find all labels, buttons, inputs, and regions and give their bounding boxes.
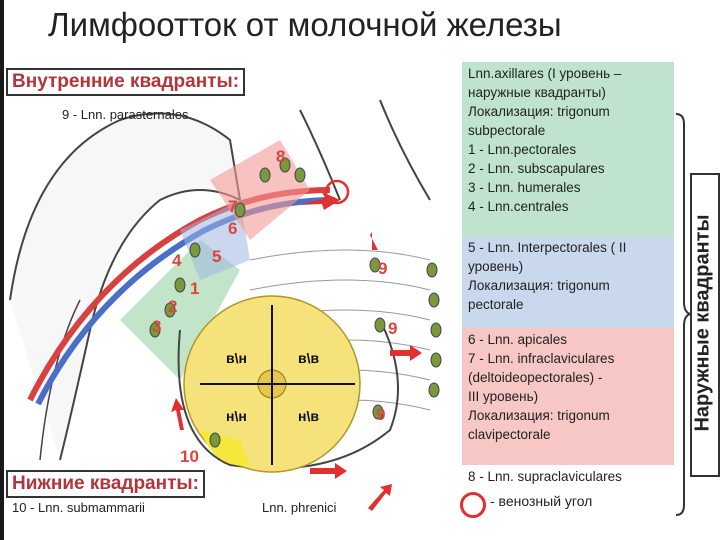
quadrant-label-lower-inner: н\н <box>226 408 247 424</box>
legend-apical-section: 6 - Lnn. apicales 7 - Lnn. infraclavicul… <box>462 328 674 465</box>
legend-axillary-section: Lnn.axillares (I уровень – наружные квад… <box>462 62 674 236</box>
legend-line: III уровень) <box>468 389 539 404</box>
legend-line: 2 - Lnn. subscapulares <box>468 161 605 176</box>
legend-line: Локализация: trigonum <box>468 278 610 293</box>
venous-angle-caption: - венозный угол <box>490 493 593 509</box>
parasternal-caption: 9 - Lnn. parasternales <box>62 107 189 122</box>
quadrant-label-upper-inner: в\н <box>226 350 247 366</box>
legend-line: уровень) <box>468 259 524 274</box>
arm-outline <box>9 112 242 461</box>
outer-quadrants-bracket <box>676 113 690 516</box>
node-number-9-a: 9 <box>378 259 387 278</box>
node-number-7: 7 <box>228 197 237 216</box>
legend-line: 4 - Lnn.centrales <box>468 199 569 214</box>
legend-line: 1 - Lnn.pectorales <box>468 142 577 157</box>
legend-line: Локализация: trigonum <box>468 104 610 119</box>
legend-line: clavipectorale <box>468 427 551 442</box>
node-number-9-b: 9 <box>388 319 397 338</box>
inner-quadrants-label: Внутренние квадранты: <box>6 68 246 96</box>
legend-line: 8 - Lnn. supraclaviculares <box>468 469 622 484</box>
flow-arrows <box>171 192 422 511</box>
node-number-8: 8 <box>276 147 285 166</box>
node-number-10: 10 <box>180 447 199 466</box>
legend-panel: Lnn.axillares (I уровень – наружные квад… <box>462 62 674 513</box>
node-number-2: 2 <box>168 297 177 316</box>
node-number-5: 5 <box>212 247 221 266</box>
submammary-caption: 10 - Lnn. submammarii <box>12 500 145 515</box>
legend-line: Локализация: trigonum <box>468 408 610 423</box>
node-number-3: 3 <box>152 317 161 336</box>
quadrant-label-upper-outer: в\в <box>298 350 319 366</box>
outer-quadrants-box <box>690 173 720 477</box>
legend-line: 7 - Lnn. infraclaviculares <box>468 351 615 366</box>
node-number-6: 6 <box>228 219 237 238</box>
lower-quadrants-label: Нижние квадранты: <box>6 470 205 498</box>
slide-title: Лимфоотток от молочной железы <box>48 6 562 43</box>
left-border <box>0 0 4 540</box>
legend-supraclavicular-section: 8 - Lnn. supraclaviculares <box>462 465 674 513</box>
quadrant-labels: в\н в\в н\н н\в <box>226 350 319 424</box>
legend-line: наружные квадранты) <box>468 85 606 100</box>
node-numbers: 8 7 6 5 4 1 2 3 9 9 9 10 <box>152 147 397 466</box>
neck-outline <box>299 99 431 201</box>
parasternal-node-chain <box>426 262 442 398</box>
breast-outline <box>177 319 399 470</box>
node-number-4: 4 <box>172 251 182 270</box>
outer-quadrants-label: Наружные квадранты <box>691 214 714 432</box>
legend-interpectoral-section: 5 - Lnn. Interpectorales ( II уровень) Л… <box>462 236 674 328</box>
venous-angle-marker <box>324 179 350 205</box>
legend-line: 6 - Lnn. apicales <box>468 332 568 347</box>
anatomy-illustration: 8 7 6 5 4 1 2 3 9 9 9 10 в\н в\в н\н н\в <box>9 99 442 511</box>
legend-line: subpectorale <box>468 123 546 138</box>
quadrant-label-lower-outer: н\в <box>298 408 319 424</box>
venous-angle-circle-icon <box>460 492 486 518</box>
node-number-9-c: 9 <box>376 405 385 424</box>
axillary-node-group <box>149 157 386 448</box>
legend-line: 3 - Lnn. humerales <box>468 180 581 195</box>
legend-line: Lnn.axillares (I уровень – <box>468 66 622 81</box>
legend-line: 5 - Lnn. Interpectorales ( II <box>468 240 627 255</box>
phrenic-caption: Lnn. phrenici <box>262 500 337 515</box>
blue-zone <box>180 200 250 280</box>
legend-line: pectorale <box>468 297 524 312</box>
node-number-1: 1 <box>190 279 199 298</box>
legend-line: (deltoideopectorales) - <box>468 370 603 385</box>
